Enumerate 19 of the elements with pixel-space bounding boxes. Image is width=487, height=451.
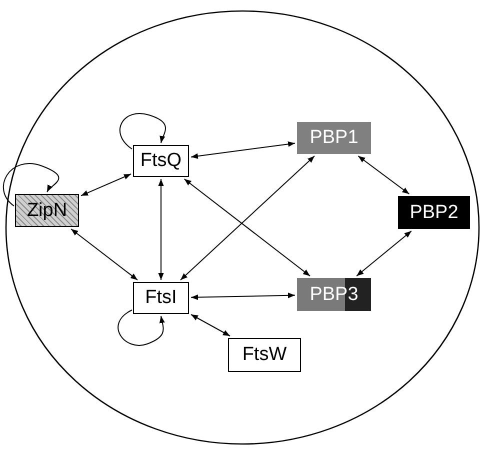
protein-box: FtsQ [133,145,189,177]
protein-box: FtsW [228,338,301,372]
double-headed-arrow [358,156,410,194]
double-headed-arrow [80,174,132,196]
self-loop-arrow [118,310,166,346]
protein-box: PBP1 [297,122,371,154]
double-headed-arrow [180,156,315,280]
self-loop-arrow [2,163,60,206]
self-loop-arrow [119,113,166,150]
double-headed-arrow [356,230,412,276]
double-headed-arrow [184,178,310,276]
double-headed-arrow [190,314,230,336]
double-headed-arrow [190,292,296,300]
double-headed-arrow [70,228,138,280]
hatched-protein-box: ZipN [15,194,79,227]
protein-box: FtsI [133,282,189,314]
double-headed-arrow [158,178,164,280]
protein-box: PBP2 [398,196,470,229]
double-headed-arrow [190,141,296,159]
